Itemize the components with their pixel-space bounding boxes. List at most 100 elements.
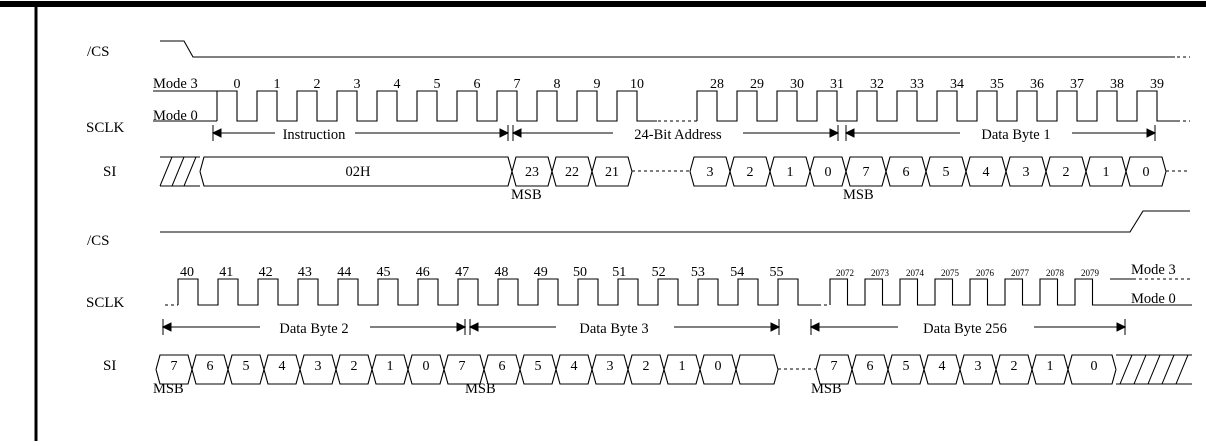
- data-byte-2-bit-5: 5: [243, 359, 250, 374]
- clock-label-4: 4: [394, 77, 401, 92]
- clock-label-30: 30: [790, 77, 804, 92]
- span-data-byte-1-arrow-right: [1146, 128, 1157, 138]
- data-byte-2-bit-6: 6: [207, 359, 214, 374]
- clock-label-1: 1: [274, 77, 281, 92]
- span-data-byte-2-arrow-right: [456, 322, 467, 332]
- cs-label-row1: /CS: [87, 44, 110, 60]
- si-address-bus-a: [511, 156, 633, 187]
- data-byte-256-bit-6: 6: [867, 359, 874, 374]
- si-data-bus-row2a: [155, 354, 779, 385]
- si-hatch-row1: [159, 156, 197, 187]
- span-instruction-arrow-left: [211, 128, 222, 138]
- data-byte-1-bit-4: 4: [983, 165, 990, 180]
- data-byte-256-bit-7: 7: [831, 359, 838, 374]
- clock-label-6: 6: [474, 77, 481, 92]
- span-data-byte-3-arrow-right: [770, 322, 781, 332]
- clock-label-45: 45: [377, 265, 391, 280]
- cs-label-row2: /CS: [87, 233, 110, 249]
- data-byte-256-bit-4: 4: [939, 359, 946, 374]
- segment-data-byte-1-label: Data Byte 1: [981, 127, 1050, 143]
- span-data-byte-256-arrow-left: [809, 322, 820, 332]
- data-byte-2-bit-2: 2: [351, 359, 358, 374]
- si-hatch-row2: [1119, 354, 1189, 385]
- si-data-bus-row2b: [815, 354, 1117, 385]
- data-byte-1-bit-2: 2: [1063, 165, 1070, 180]
- span-data-byte-3-arrow-left: [468, 322, 479, 332]
- msb-label-data-byte-2: MSB: [153, 381, 184, 397]
- clock-label-3: 3: [354, 77, 361, 92]
- address-bit-3: 3: [707, 165, 714, 180]
- clock-label-0: 0: [234, 77, 241, 92]
- clock-label-2077: 2077: [1011, 268, 1030, 278]
- si-hatch-border-row1: [160, 156, 200, 187]
- span-data-byte-256-arrow-right: [1116, 322, 1127, 332]
- clock-label-2075: 2075: [941, 268, 960, 278]
- span-data-byte-2-arrow-left: [161, 322, 172, 332]
- sclk-label-row1: SCLK: [86, 120, 125, 136]
- clock-label-9: 9: [594, 77, 601, 92]
- data-byte-1-bit-1: 1: [1103, 165, 1110, 180]
- sclk-waveform-row1b: [696, 90, 1177, 122]
- sclk-waveform-row1a: [216, 90, 657, 122]
- sclk-waveform-row2b: [829, 278, 1110, 306]
- clock-label-33: 33: [910, 77, 924, 92]
- address-bit-0: 0: [825, 165, 832, 180]
- clock-label-28: 28: [710, 77, 724, 92]
- mode3-label-row1: Mode 3: [153, 76, 198, 92]
- segment-data-byte-3-label: Data Byte 3: [579, 321, 648, 337]
- address-bit-22: 22: [565, 165, 579, 180]
- cs-waveform-row2: [160, 210, 1190, 233]
- msb-label-data-byte-3: MSB: [465, 381, 496, 397]
- data-byte-256-bit-3: 3: [975, 359, 982, 374]
- data-byte-1-bit-3: 3: [1023, 165, 1030, 180]
- sclk-label-row2: SCLK: [86, 295, 125, 311]
- clock-label-52: 52: [652, 265, 666, 280]
- mode0-label-row1: Mode 0: [153, 108, 198, 124]
- clock-label-29: 29: [750, 77, 764, 92]
- clock-label-37: 37: [1070, 77, 1084, 92]
- si-hatch-border-row2: [1116, 354, 1192, 385]
- segment-address-label: 24-Bit Address: [634, 127, 722, 143]
- cs-waveform-row1: [160, 40, 1175, 58]
- sclk-waveform-row2a: [177, 278, 818, 306]
- clock-label-2079: 2079: [1081, 268, 1100, 278]
- clock-label-40: 40: [180, 265, 194, 280]
- data-byte-2-bit-3: 3: [315, 359, 322, 374]
- clock-label-8: 8: [554, 77, 561, 92]
- clock-label-36: 36: [1030, 77, 1044, 92]
- clock-label-53: 53: [691, 265, 705, 280]
- clock-label-32: 32: [870, 77, 884, 92]
- clock-label-5: 5: [434, 77, 441, 92]
- data-byte-3-bit-3: 3: [607, 359, 614, 374]
- clock-label-2078: 2078: [1046, 268, 1065, 278]
- data-byte-2-bit-0: 0: [423, 359, 430, 374]
- data-byte-256-bit-1: 1: [1047, 359, 1054, 374]
- segment-instruction-label: Instruction: [283, 127, 347, 143]
- clock-label-2074: 2074: [906, 268, 925, 278]
- data-byte-1-bit-6: 6: [903, 165, 910, 180]
- data-byte-3-bit-7: 7: [459, 359, 466, 374]
- clock-label-47: 47: [455, 265, 469, 280]
- span-data-byte-1-arrow-left: [844, 128, 855, 138]
- data-byte-1-bit-0: 0: [1143, 165, 1150, 180]
- data-byte-256-bit-2: 2: [1011, 359, 1018, 374]
- waveforms: [153, 40, 1192, 385]
- clock-label-2072: 2072: [836, 268, 854, 278]
- data-byte-3-bit-1: 1: [679, 359, 686, 374]
- span-address-arrow-right: [829, 128, 840, 138]
- span-instruction-arrow-right: [499, 128, 510, 138]
- clock-label-54: 54: [730, 265, 744, 280]
- clock-label-35: 35: [990, 77, 1004, 92]
- msb-label-data-byte-256: MSB: [811, 381, 842, 397]
- clock-label-39: 39: [1150, 77, 1164, 92]
- clock-label-2076: 2076: [976, 268, 995, 278]
- clock-label-34: 34: [950, 77, 964, 92]
- clock-label-10: 10: [630, 77, 644, 92]
- clock-label-2073: 2073: [871, 268, 890, 278]
- segment-data-byte-256-label: Data Byte 256: [923, 321, 1007, 337]
- data-byte-2-bit-1: 1: [387, 359, 394, 374]
- clock-label-38: 38: [1110, 77, 1124, 92]
